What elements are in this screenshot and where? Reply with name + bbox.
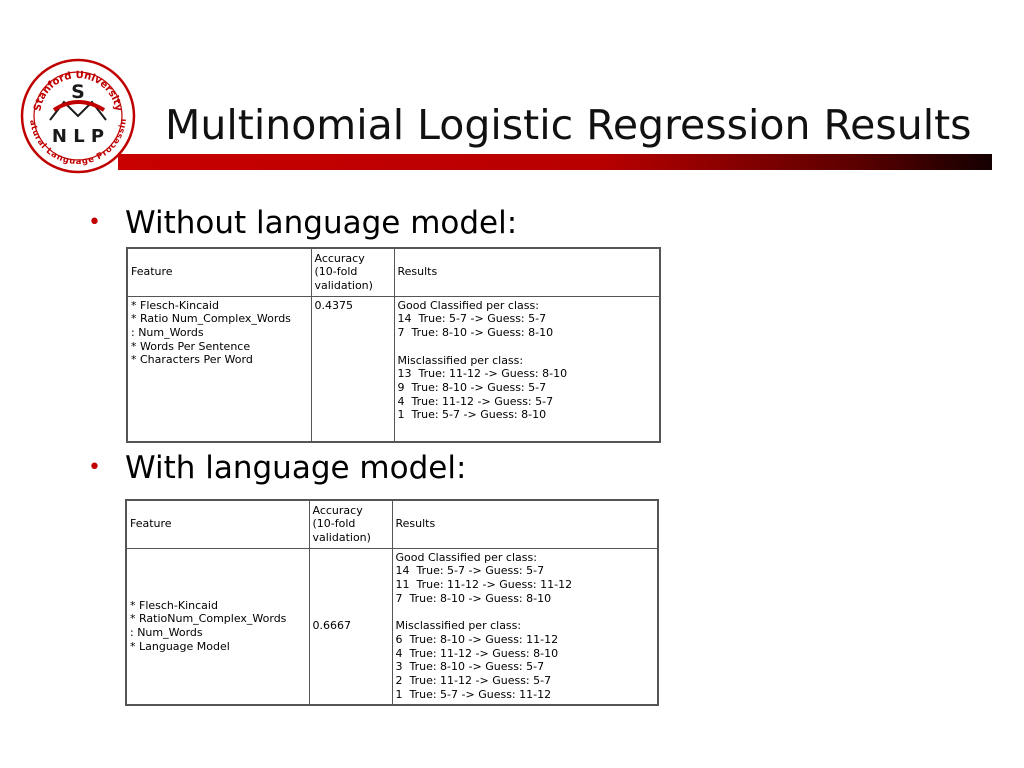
results-table-without-lm: Feature Accuracy (10-fold validation) Re… xyxy=(126,247,661,443)
header-feature: Feature xyxy=(126,247,312,297)
title-underline-bar xyxy=(118,154,992,170)
results-cell: Good Classified per class: 14 True: 5-7 … xyxy=(393,295,661,443)
logo-swoosh xyxy=(52,100,106,112)
feature-list: * Flesch-Kincaid * Ratio Num_Complex_Wor… xyxy=(126,295,312,443)
bullet-text: With language model: xyxy=(125,450,467,486)
good-classified-label: Good Classified per class: xyxy=(397,298,539,312)
accuracy-value: 0.6667 xyxy=(308,547,393,706)
logo-letters-nlp: N L P xyxy=(52,126,104,147)
logo-letter-s: S xyxy=(71,81,85,103)
header-accuracy: Accuracy (10-fold validation) xyxy=(308,499,393,549)
accuracy-value: 0.4375 xyxy=(310,295,395,443)
misclassified-label: Misclassified per class: xyxy=(395,619,522,633)
table-header-row: Feature Accuracy (10-fold validation) Re… xyxy=(125,499,659,549)
misclassified-list: 13 True: 11-12 -> Guess: 8-10 9 True: 8-… xyxy=(397,367,568,422)
header-results: Results xyxy=(393,247,661,297)
stanford-nlp-logo: Stanford University Natural Language Pro… xyxy=(20,58,136,174)
header-results: Results xyxy=(391,499,659,549)
table-row: * Flesch-Kincaid * Ratio Num_Complex_Wor… xyxy=(126,295,661,443)
header-feature: Feature xyxy=(125,499,310,549)
results-table-with-lm: Feature Accuracy (10-fold validation) Re… xyxy=(125,499,659,706)
bullet-dot-icon: • xyxy=(88,210,101,235)
good-classified-list: 14 True: 5-7 -> Guess: 5-7 7 True: 8-10 … xyxy=(397,312,554,339)
good-classified-label: Good Classified per class: xyxy=(395,550,537,564)
results-cell: Good Classified per class: 14 True: 5-7 … xyxy=(391,547,659,706)
misclassified-list: 6 True: 8-10 -> Guess: 11-12 4 True: 11-… xyxy=(395,633,559,701)
good-classified-list: 14 True: 5-7 -> Guess: 5-7 11 True: 11-1… xyxy=(395,564,573,605)
table-header-row: Feature Accuracy (10-fold validation) Re… xyxy=(126,247,661,297)
bullet-dot-icon: • xyxy=(88,455,101,480)
feature-list: * Flesch-Kincaid * RatioNum_Complex_Word… xyxy=(125,547,310,706)
misclassified-label: Misclassified per class: xyxy=(397,353,524,367)
table-row: * Flesch-Kincaid * RatioNum_Complex_Word… xyxy=(125,547,659,706)
slide-title: Multinomial Logistic Regression Results xyxy=(165,101,972,149)
header-accuracy: Accuracy (10-fold validation) xyxy=(310,247,395,297)
bullet-text: Without language model: xyxy=(125,205,518,241)
